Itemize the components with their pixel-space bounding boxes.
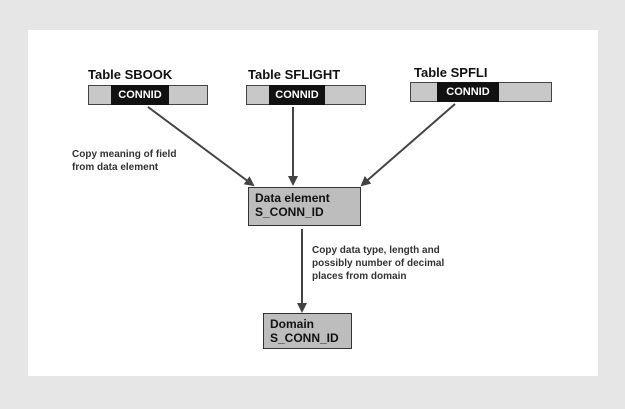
domain-box: Domain S_CONN_ID [263, 313, 352, 349]
note-copy-data-type: Copy data type, length and possibly numb… [312, 244, 444, 283]
note-copy-data-type-line: possibly number of decimal [312, 258, 445, 269]
note-copy-meaning-line: from data element [72, 162, 159, 173]
table-sflight-connid-field: CONNID [269, 85, 325, 105]
table-spfli-title: Table SPFLI [414, 65, 488, 80]
note-copy-meaning: Copy meaning of field from data element [72, 148, 176, 174]
arrow-sbook-to-data-element [147, 106, 255, 187]
domain-name: S_CONN_ID [270, 331, 339, 345]
table-spfli-connid-field: CONNID [437, 82, 499, 102]
table-sflight-bar: CONNID [246, 85, 366, 105]
data-element-label: Data element [255, 191, 330, 205]
arrow-spfli-to-data-element [360, 103, 456, 187]
domain-label: Domain [270, 317, 315, 331]
table-sflight-title: Table SFLIGHT [248, 67, 341, 82]
table-sbook-bar: CONNID [88, 85, 208, 105]
note-copy-data-type-line: Copy data type, length and [312, 245, 440, 256]
table-sbook-title: Table SBOOK [88, 67, 173, 82]
note-copy-data-type-line: places from domain [312, 271, 407, 282]
data-element-name: S_CONN_ID [255, 205, 324, 219]
note-copy-meaning-line: Copy meaning of field [72, 149, 177, 160]
table-spfli-bar: CONNID [410, 82, 552, 102]
data-element-box: Data element S_CONN_ID [248, 187, 361, 226]
table-sbook-connid-field: CONNID [111, 85, 169, 105]
